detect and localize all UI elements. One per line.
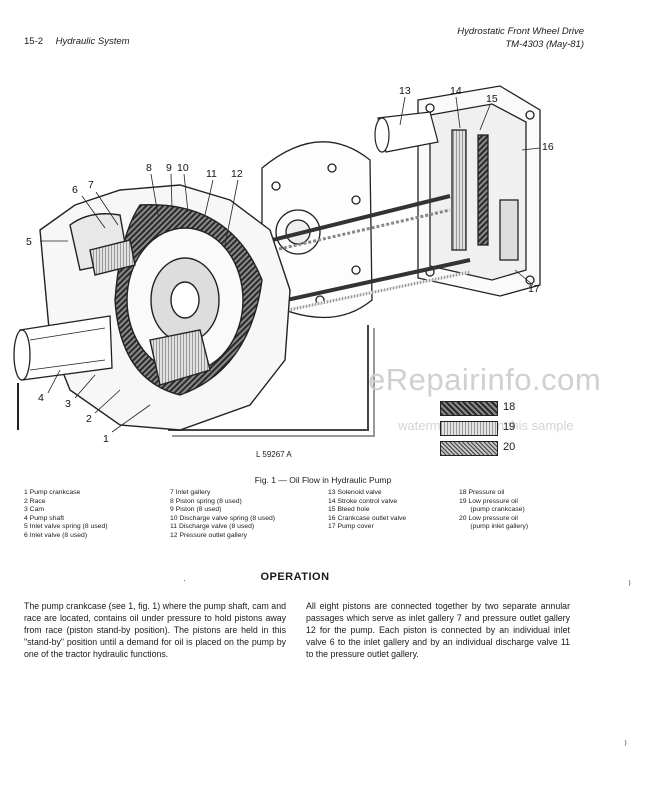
legend-item: 15 Bleed hole	[328, 506, 370, 513]
callout-5: 5	[26, 236, 32, 248]
callout-6: 6	[72, 184, 78, 196]
callout-17: 17	[528, 283, 540, 295]
legend-item: 12 Pressure outlet gallery	[170, 531, 248, 539]
manual-title: Hydrostatic Front Wheel Drive	[457, 26, 584, 37]
callout-11: 11	[206, 168, 217, 180]
legend-item: 20 Low pressure oil	[459, 514, 518, 522]
legend-item: 3 Cam	[24, 506, 45, 513]
legend-item: 16 Crankcase outlet valve	[328, 514, 407, 522]
callout-8: 8	[146, 162, 152, 174]
callout-16: 16	[542, 141, 554, 153]
swatch-label-18: 18	[503, 401, 516, 413]
pressure-oil-swatch	[440, 401, 498, 416]
pump-cover	[417, 85, 541, 297]
figure-reference: L 59267 A	[256, 450, 292, 459]
legend-column-4: 18 Pressure oil 19 Low pressure oil (pum…	[459, 489, 528, 532]
legend-item: 19 Low pressure oil	[459, 497, 518, 505]
callout-13: 13	[399, 85, 411, 97]
inlet-oil-swatch	[440, 441, 498, 456]
legend-item: (pump crankcase)	[459, 506, 525, 513]
paragraph-right: All eight pistons are connected together…	[306, 601, 570, 659]
margin-change-bar	[17, 383, 19, 430]
figure-caption: Fig. 1 — Oil Flow in Hydraulic Pump	[254, 475, 392, 485]
legend-item: 9 Piston (8 used)	[170, 506, 222, 513]
legend-item: 13 Solenoid valve	[328, 489, 382, 496]
stray-mark: ·	[183, 576, 186, 585]
callout-numbers: 1 2 3 4 5 6 7 8 9 10 11 12 13 14 15 16 1…	[26, 85, 554, 445]
legend-item: 4 Pump shaft	[24, 514, 65, 522]
callout-12: 12	[231, 168, 243, 180]
legend-item: 17 Pump cover	[328, 523, 374, 530]
hydraulic-pump-illustration: 1 2 3 4 5 6 7 8 9 10 11 12 13 14 15 16 1…	[13, 85, 554, 445]
page-number: 15-2	[24, 36, 44, 47]
callout-10: 10	[177, 162, 189, 174]
legend-item: 7 Inlet gallery	[170, 489, 211, 496]
manual-number: TM-4303 (May-81)	[505, 39, 584, 50]
solenoid-valve	[374, 111, 439, 153]
pump-crankcase	[39, 184, 291, 431]
page-header-right: Hydrostatic Front Wheel Drive TM-4303 (M…	[457, 25, 584, 51]
callout-14: 14	[450, 85, 462, 97]
callout-4: 4	[38, 392, 44, 404]
swatch-label-19: 19	[503, 421, 516, 433]
callout-1: 1	[103, 433, 109, 445]
section-title: Hydraulic System	[55, 36, 130, 47]
legend-column-3: 13 Solenoid valve 14 Stroke control valv…	[328, 489, 406, 532]
legend-item: 6 Inlet valve (8 used)	[24, 531, 88, 539]
section-heading: OPERATION	[260, 571, 330, 583]
legend-item: 8 Piston spring (8 used)	[170, 497, 242, 505]
legend-item: (pump inlet gallery)	[459, 523, 529, 530]
legend-item: 14 Stroke control valve	[328, 497, 398, 505]
legend-item: 11 Discharge valve (8 used)	[170, 523, 255, 530]
legend-item: 18 Pressure oil	[459, 489, 505, 496]
legend-column-2: 7 Inlet gallery 8 Piston spring (8 used)…	[170, 489, 275, 540]
crankcase-oil-swatch	[440, 421, 498, 436]
pump-shaft	[13, 315, 113, 381]
page-header-left: 15-2 Hydraulic System	[24, 36, 130, 47]
swatch-label-20: 20	[503, 441, 516, 453]
callout-3: 3	[65, 398, 71, 410]
callout-leaders	[40, 96, 541, 433]
margin-smudge: ⁾	[628, 578, 631, 592]
legend-item: 2 Race	[24, 497, 46, 505]
callout-15: 15	[486, 93, 498, 105]
callout-2: 2	[86, 413, 92, 425]
legend-item: 1 Pump crankcase	[24, 489, 81, 496]
watermark-text: eRepairinfo.com	[368, 362, 602, 397]
callout-7: 7	[88, 179, 94, 191]
legend-item: 5 Inlet valve spring (8 used)	[24, 523, 108, 530]
legend-column-1: 1 Pump crankcase 2 Race 3 Cam 4 Pump sha…	[24, 489, 108, 540]
callout-9: 9	[166, 162, 172, 174]
paragraph-left: The pump crankcase (see 1, fig. 1) where…	[24, 601, 286, 659]
legend-item: 10 Discharge valve spring (8 used)	[170, 514, 276, 522]
margin-smudge: ⁾	[624, 738, 627, 752]
